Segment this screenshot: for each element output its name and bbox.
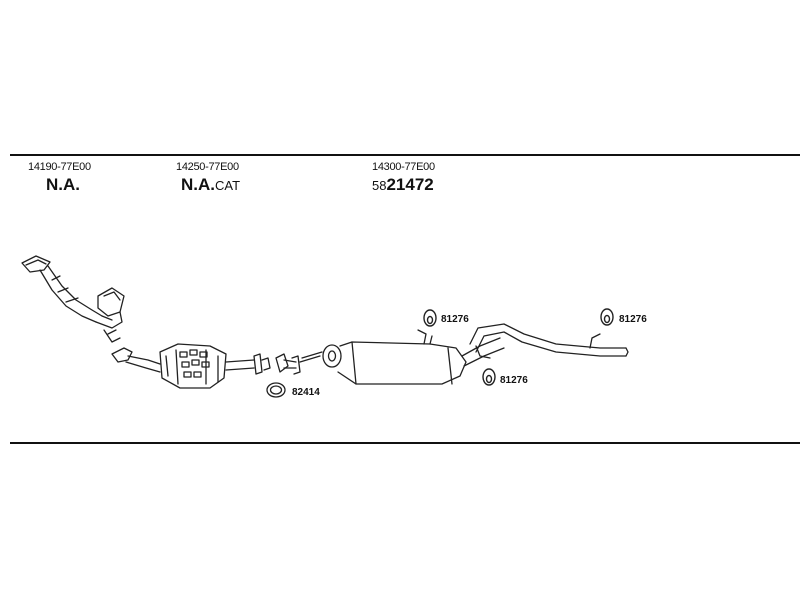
part-number-exhaust-manifold: 14190-77E00 [28,161,91,173]
callout-label-hanger-1: 81276 [441,314,469,325]
bottom-rule [10,442,800,444]
callout-label-hanger-2: 81276 [619,314,647,325]
code-muffler: 5821472 [372,175,434,195]
top-rule [10,154,800,156]
code-muffler-prefix: 58 [372,178,387,193]
code-catalytic-converter-main: N.A. [181,175,215,194]
muffler [299,329,505,385]
connector-pipe [275,353,301,375]
exhaust-manifold [21,255,125,343]
hanger-icon-1 [423,309,437,327]
part-number-muffler: 14300-77E00 [372,161,435,173]
code-exhaust-manifold: N.A. [46,175,80,194]
hanger-icon-2 [600,308,614,326]
code-catalytic-converter: N.A.CAT [181,175,240,195]
code-muffler-main: 21472 [386,175,434,194]
tail-pipe [469,323,629,357]
callout-label-hanger-3: 81276 [500,375,528,386]
code-catalytic-converter-suffix: CAT [215,178,241,193]
catalytic-converter [111,343,271,389]
hanger-icon-3 [482,368,496,386]
part-number-catalytic-converter: 14250-77E00 [176,161,239,173]
callout-label-gasket: 82414 [292,387,320,398]
gasket-ring [266,382,286,398]
